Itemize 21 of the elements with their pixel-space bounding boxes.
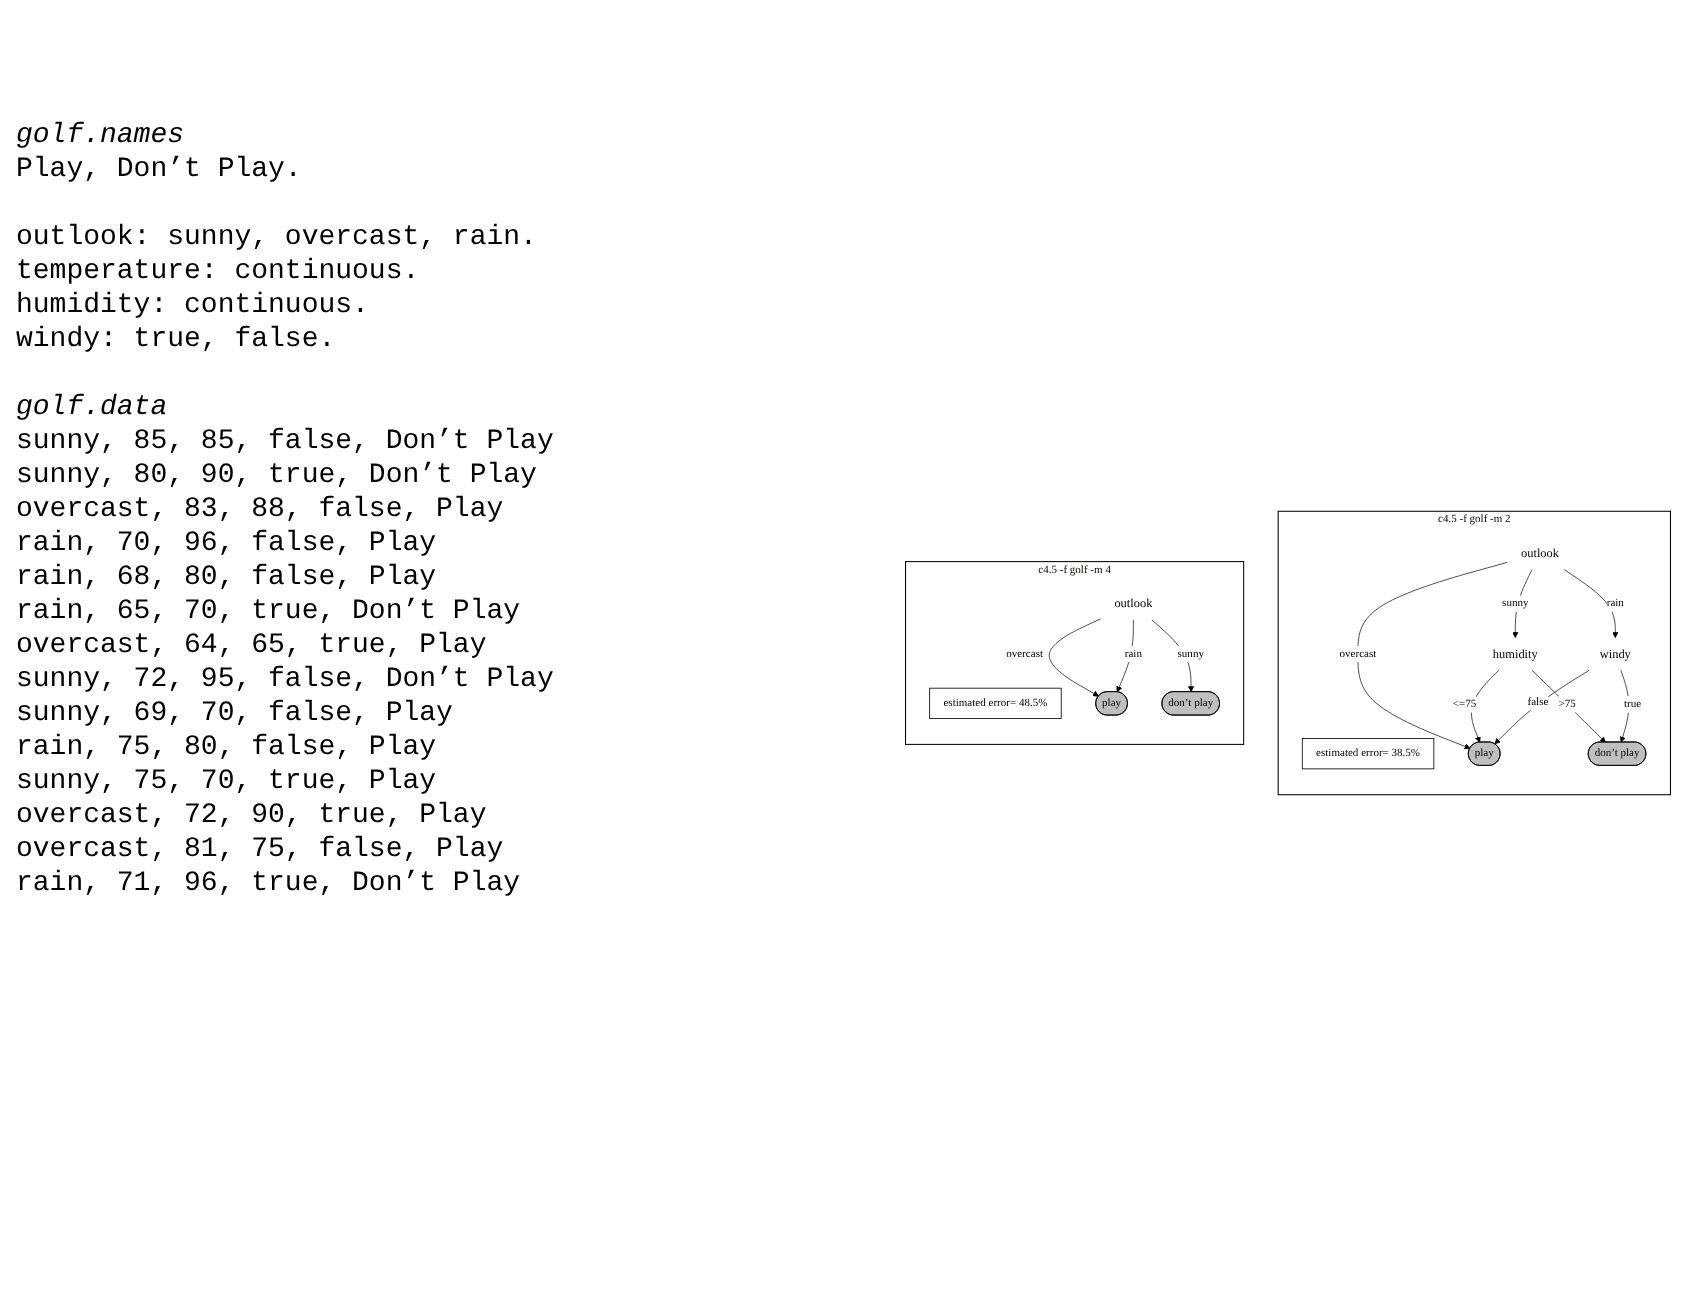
text-line: sunny, 80, 90, true, Don’t Play xyxy=(16,460,537,494)
text-line: rain, 65, 70, true, Don’t Play xyxy=(16,596,521,630)
text-line: sunny, 72, 95, false, Don’t Play xyxy=(16,664,554,698)
text-line: rain, 71, 96, true, Don’t Play xyxy=(16,868,521,902)
text-line: temperature: continuous. xyxy=(16,256,420,290)
text-line: outlook: sunny, overcast, rain. xyxy=(16,222,537,256)
text-line: rain, 75, 80, false, Play xyxy=(16,732,437,766)
text-line: overcast, 81, 75, false, Play xyxy=(16,834,504,868)
text-line: humidity: continuous. xyxy=(16,290,369,324)
text-line: Play, Don’t Play. xyxy=(16,154,302,188)
file-name: golf.names xyxy=(16,120,185,154)
text-line: overcast, 83, 88, false, Play xyxy=(16,494,504,528)
text-line: windy: true, false. xyxy=(16,324,336,358)
text-line: overcast, 72, 90, true, Play xyxy=(16,800,487,834)
text-line: rain, 70, 96, false, Play xyxy=(16,528,437,562)
text-line: sunny, 69, 70, false, Play xyxy=(16,698,453,732)
text-line: sunny, 75, 70, true, Play xyxy=(16,766,437,800)
file-name: golf.data xyxy=(16,392,168,426)
text-line: overcast, 64, 65, true, Play xyxy=(16,630,487,664)
text-line: rain, 68, 80, false, Play xyxy=(16,562,437,596)
text-line: sunny, 85, 85, false, Don’t Play xyxy=(16,426,554,460)
